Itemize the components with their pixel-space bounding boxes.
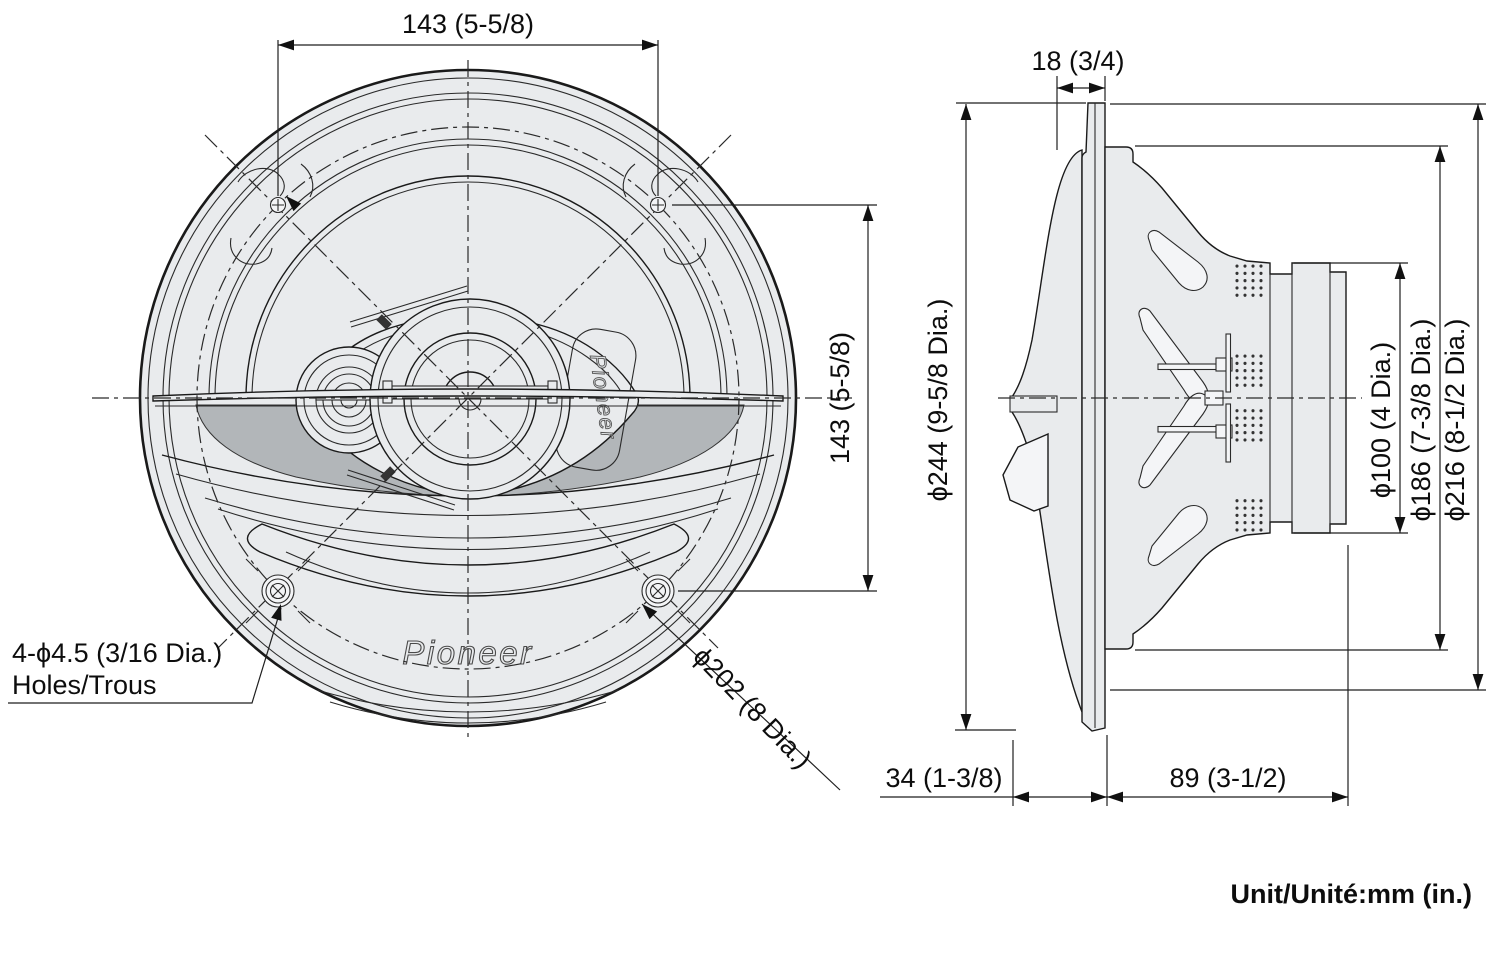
side-view (998, 102, 1362, 732)
support-rods (346, 285, 469, 511)
dim-rear-depth-label: 89 (3-1/2) (1169, 763, 1286, 793)
dim-mounting-height-label: 143 (5-5/8) (825, 332, 855, 464)
screw-hole-bottom-right (625, 558, 691, 624)
screw-hole-top-left (269, 196, 287, 214)
dim-depths: 34 (1-3/8) 89 (3-1/2) (880, 545, 1349, 806)
dim-gasket-od: ϕ244 (9-5/8 Dia.) (923, 102, 1086, 731)
dim-mounting-width-label: 143 (5-5/8) (402, 9, 534, 39)
grille-dome-profile (1011, 149, 1083, 713)
dim-bolt-circle-label: ϕ202 (8 Dia.) (687, 641, 817, 774)
dim-basket-od-label: ϕ186 (7-3/8 Dia.) (1406, 319, 1436, 522)
dim-protrusion-label: 18 (3/4) (1031, 46, 1124, 76)
diagonal-centerline-1 (204, 134, 719, 649)
dim-magnet-od-label: ϕ100 (4 Dia.) (1366, 342, 1396, 498)
dim-basket-od: ϕ186 (7-3/8 Dia.) (1135, 145, 1448, 651)
dim-mounting-height: 143 (5-5/8) (672, 204, 877, 592)
dim-gasket-od-label: ϕ244 (9-5/8 Dia.) (923, 299, 953, 502)
dim-mounting-width: 143 (5-5/8) (277, 9, 659, 196)
screw-hole-top-right (649, 196, 667, 214)
flange-profile (1081, 102, 1106, 732)
dim-frame-od-label: ϕ216 (8-1/2 Dia.) (1440, 319, 1470, 522)
mounting-clip (1002, 432, 1049, 512)
basket-details-upper (1138, 230, 1263, 404)
note-holes-label-2: Holes/Trous (12, 670, 157, 700)
basket-details-lower (1138, 392, 1263, 566)
dim-magnet-od: ϕ100 (4 Dia.) (1294, 262, 1408, 534)
dim-protrusion: 18 (3/4) (1031, 46, 1125, 150)
unit-note: Unit/Unité:mm (in.) (1231, 879, 1472, 909)
grille-lip (1009, 395, 1058, 413)
screw-holes (245, 196, 691, 624)
front-view: Pioneer (92, 60, 852, 740)
note-holes: 4-ϕ4.5 (3/16 Dia.) Holes/Trous (8, 602, 287, 704)
diagonal-centerline-2 (217, 134, 732, 649)
dim-frame-od: ϕ216 (8-1/2 Dia.) (1110, 103, 1486, 691)
dim-front-depth-label: 34 (1-3/8) (885, 763, 1002, 793)
note-holes-label-1: 4-ϕ4.5 (3/16 Dia.) (12, 638, 222, 668)
screw-hole-bottom-left (245, 558, 311, 624)
bolt-circle (196, 126, 740, 670)
